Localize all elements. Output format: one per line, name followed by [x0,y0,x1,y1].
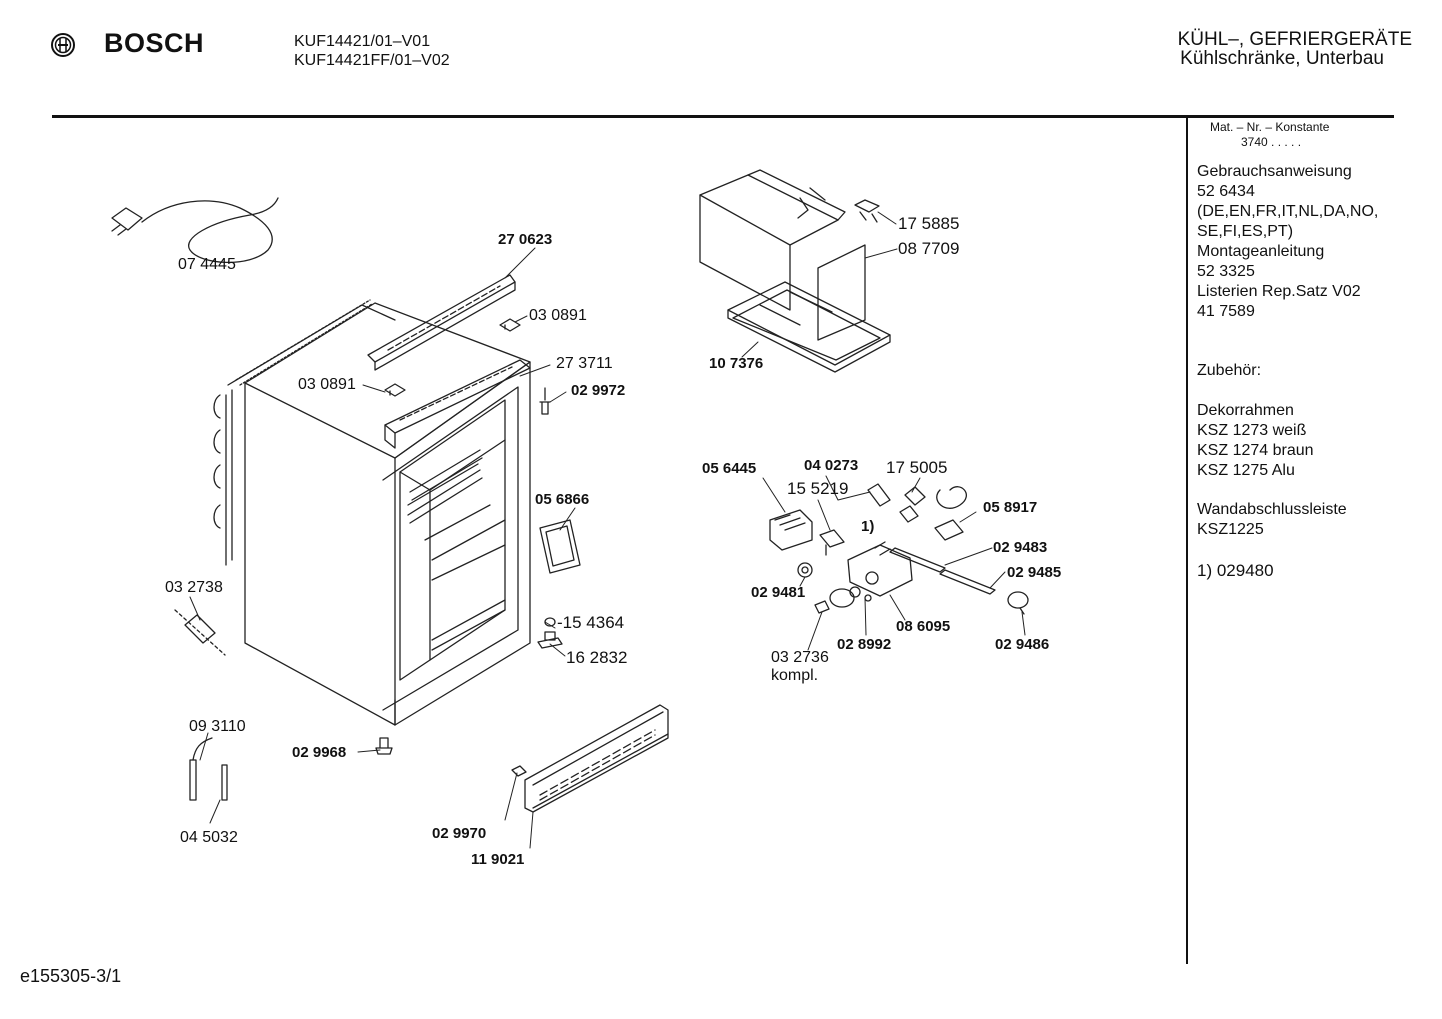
part-label: 15 5219 [787,479,849,498]
category-subtitle: Kühlschränke, Unterbau [1180,48,1384,69]
hinge-pin-icon [539,387,551,415]
part-label: 16 2832 [566,648,628,667]
part-label: 04 5032 [180,829,238,846]
part-label: 02 9485 [1007,564,1062,581]
doc-line-3: (DE,EN,FR,IT,NL,DA,NO, [1197,203,1379,220]
part-label: 02 8992 [837,636,892,653]
mat-nr-value: 3740 . . . . . [1241,135,1302,149]
bracket-icon-2 [384,383,406,397]
doc-line-6: 52 3325 [1197,263,1255,280]
part-label: 08 6095 [896,618,951,635]
part-label: 02 9972 [571,382,626,399]
part-label: 17 5005 [886,458,948,477]
part-label: 27 3711 [556,355,613,372]
clip-icon [174,609,226,656]
part-label: 03 2736 [771,649,829,666]
model-number-2: KUF14421FF/01–V02 [294,52,450,69]
part-label: 10 7376 [709,355,764,372]
leveling-foot-icon [375,737,393,755]
part-label: 03 2738 [165,579,223,596]
wand-line-1: Wandabschlussleiste [1197,501,1347,518]
dekor-line-2: KSZ 1273 weiß [1197,422,1307,439]
part-label: 05 6445 [702,460,757,477]
part-note: kompl. [771,667,819,684]
header-divider [52,115,1394,118]
part-label: 02 9483 [993,539,1048,556]
evaporator-tray-icon [699,169,891,373]
part-label: 02 9481 [751,584,806,601]
part-label: 02 9486 [995,636,1050,653]
document-id: e155305-3/1 [20,966,122,986]
part-label: 09 3110 [189,718,246,735]
sensor-tube-icon [189,737,228,801]
wand-line-2: KSZ1225 [1197,521,1264,538]
model-number-1: KUF14421/01–V01 [294,33,431,50]
dekor-line-4: KSZ 1275 Alu [1197,462,1295,479]
part-label: 04 0273 [804,457,859,474]
part-label: 03 0891 [529,307,587,324]
doc-line-5: Montageanleitung [1197,243,1325,260]
doc-line-4: SE,FI,ES,PT) [1197,223,1294,240]
part-label: 05 6866 [535,491,590,508]
doc-line-1: Gebrauchsanweisung [1197,163,1352,180]
part-label: 02 9968 [292,744,347,761]
accessories-heading: Zubehör: [1197,362,1262,379]
ventilation-grille-icon [511,704,669,813]
part-label: 27 0623 [498,231,553,248]
door-rail-icon [384,359,531,449]
doc-line-2: 52 6434 [1197,183,1255,200]
part-label: 07 4445 [178,256,236,273]
part-label: 17 5885 [898,214,960,233]
sidebar-divider [1186,118,1188,964]
top-rail-icon [367,274,516,371]
part-label: -15 4364 [557,613,625,632]
category-title: KÜHL–, GEFRIERGERÄTE [1177,29,1412,50]
doc-line-7: Listerien Rep.Satz V02 [1197,283,1361,300]
cabinet-body-icon [213,299,531,726]
dekor-line-3: KSZ 1274 braun [1197,442,1314,459]
part-label: 08 7709 [898,239,960,258]
part-label: 05 8917 [983,499,1038,516]
dekor-line-1: Dekorrahmen [1197,402,1294,419]
part-label: 11 9021 [471,851,525,868]
power-cord-icon [111,197,279,264]
cover-plate-icon [539,519,581,574]
part-label: 02 9970 [432,825,487,842]
part-label: 03 0891 [298,376,356,393]
mat-nr-title: Mat. – Nr. – Konstante [1210,120,1330,134]
brand-name: BOSCH [104,28,205,58]
footnote-marker: 1) [861,518,875,535]
doc-line-8: 41 7589 [1197,303,1255,320]
footnote: 1) 029480 [1197,561,1274,580]
bracket-icon-1 [499,318,521,332]
